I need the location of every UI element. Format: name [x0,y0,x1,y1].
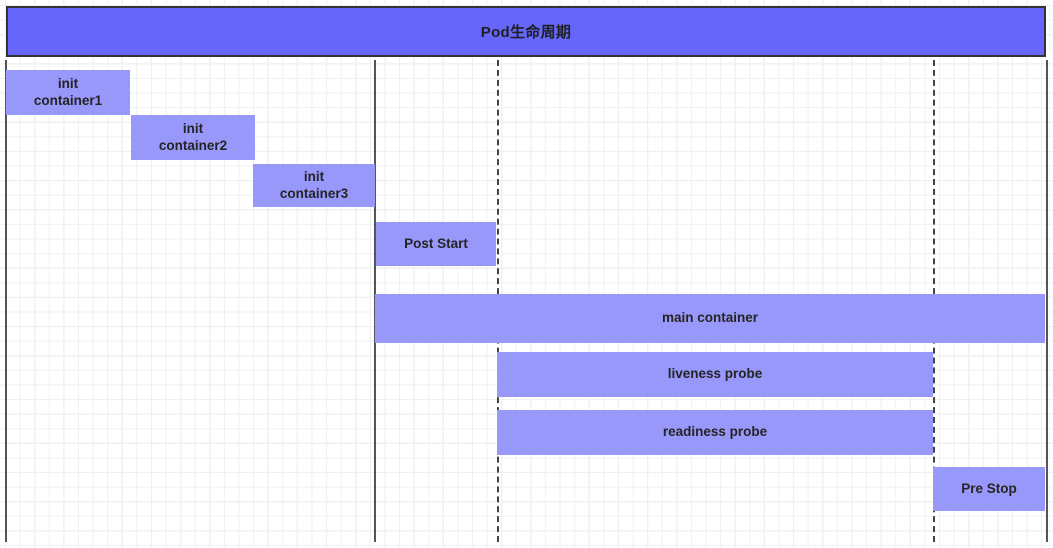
bar-label-pre-stop: Pre Stop [961,480,1017,496]
bar-label-liveness-probe: liveness probe [667,366,763,382]
bar-label-readiness-probe: readiness probe [662,424,768,440]
bar-init-container-2: init container2 [131,115,255,160]
page-title: Pod生命周期 [480,24,572,41]
marker-timeline-end [1046,60,1048,542]
bar-label-post-start: Post Start [404,235,468,251]
bar-init-container-1: init container1 [6,70,130,115]
bar-main-container: main container [375,294,1045,343]
marker-timeline-start [5,60,7,542]
bar-post-start: Post Start [376,222,496,266]
bar-liveness-probe: liveness probe [497,352,933,397]
diagram-title-bar: Pod生命周期 [6,6,1046,57]
bar-readiness-probe: readiness probe [497,410,933,455]
bar-label-main-container: main container [661,310,759,326]
bar-label-init-container-1: init container1 [33,76,103,108]
bar-label-init-container-2: init container2 [158,121,228,153]
bar-init-container-3: init container3 [253,164,375,207]
bar-pre-stop: Pre Stop [933,467,1045,511]
bar-label-init-container-3: init container3 [279,169,349,201]
